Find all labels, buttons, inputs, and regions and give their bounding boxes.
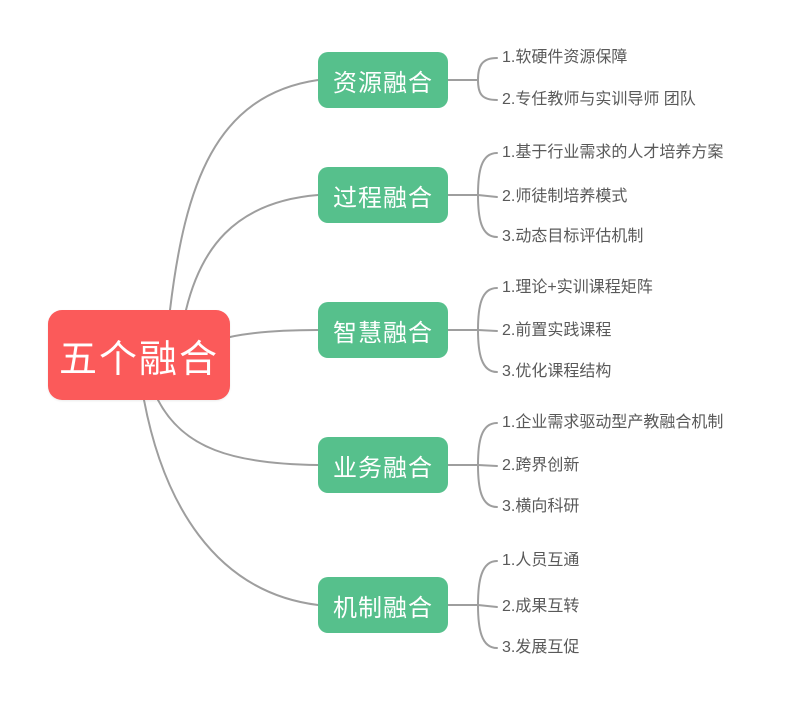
connector-branch-4-leaf-1 <box>477 604 498 608</box>
branch-node-ziyuan[interactable]: 资源融合 <box>318 52 448 108</box>
leaf-topic[interactable]: 2.前置实践课程 <box>502 322 612 339</box>
leaf-topic[interactable]: 3.优化课程结构 <box>502 363 612 380</box>
connector-branch-0-leaf-0 <box>477 57 498 81</box>
leaf-topic[interactable]: 1.企业需求驱动型产教融合机制 <box>502 414 724 431</box>
leaf-topic[interactable]: 2.成果互转 <box>502 598 580 615</box>
connector-root-branch-3 <box>157 399 319 466</box>
connector-branch-4-leaf-2 <box>477 604 498 649</box>
connector-branch-3-leaf-1 <box>477 464 498 467</box>
branch-node-yewu[interactable]: 业务融合 <box>318 437 448 493</box>
leaf-topic[interactable]: 3.发展互促 <box>502 639 580 656</box>
connector-branch-2-leaf-2 <box>477 329 498 373</box>
leaf-topic[interactable]: 3.动态目标评估机制 <box>502 228 644 245</box>
leaf-topic[interactable]: 1.理论+实训课程矩阵 <box>502 279 653 296</box>
leaf-topic[interactable]: 2.师徒制培养模式 <box>502 188 628 205</box>
leaf-topic[interactable]: 1.软硬件资源保障 <box>502 49 628 66</box>
connector-root-branch-0 <box>169 79 319 311</box>
connector-root-branch-4 <box>143 399 319 606</box>
connector-root-branch-2 <box>229 329 319 338</box>
branch-node-guocheng[interactable]: 过程融合 <box>318 167 448 223</box>
connector-branch-1-leaf-1 <box>477 194 498 198</box>
connector-branch-2-leaf-1 <box>477 329 498 332</box>
connector-branch-1-leaf-2 <box>477 194 498 238</box>
leaf-topic[interactable]: 2.专任教师与实训导师 团队 <box>502 91 696 108</box>
connector-branch-3-leaf-0 <box>477 422 498 466</box>
connector-branch-4-leaf-0 <box>477 560 498 606</box>
leaf-topic[interactable]: 1.人员互通 <box>502 552 580 569</box>
leaf-topic[interactable]: 2.跨界创新 <box>502 457 580 474</box>
connector-branch-3-leaf-2 <box>477 464 498 508</box>
connector-root-branch-1 <box>185 194 319 311</box>
connector-branch-2-leaf-0 <box>477 287 498 331</box>
connector-branch-1-leaf-0 <box>477 152 498 196</box>
root-node[interactable]: 五个融合 <box>48 310 230 400</box>
branch-node-jizhi[interactable]: 机制融合 <box>318 577 448 633</box>
branch-node-zhihui[interactable]: 智慧融合 <box>318 302 448 358</box>
leaf-topic[interactable]: 3.横向科研 <box>502 498 580 515</box>
connector-branch-0-leaf-1 <box>477 79 498 101</box>
leaf-topic[interactable]: 1.基于行业需求的人才培养方案 <box>502 144 724 161</box>
